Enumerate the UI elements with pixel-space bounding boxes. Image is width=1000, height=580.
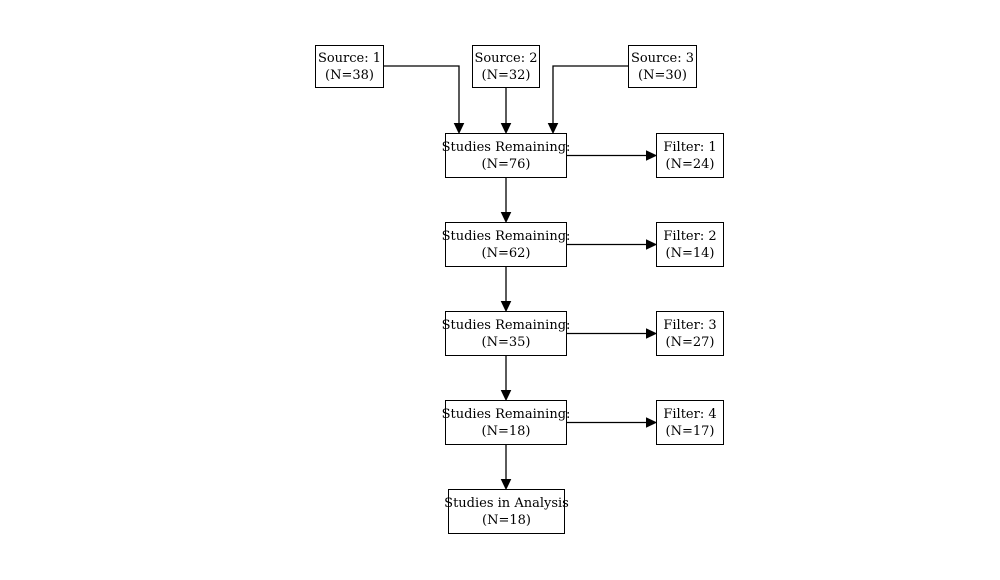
node-count: (N=14) [665, 245, 715, 261]
node-label: Studies Remaining: [441, 228, 571, 244]
node-label: Filter: 3 [663, 317, 717, 333]
node-count: (N=18) [481, 423, 531, 439]
node-count: (N=38) [325, 67, 374, 83]
node-count: (N=27) [665, 334, 715, 350]
node-filter-3: Filter: 3 (N=27) [656, 311, 724, 356]
arrow-remaining3-to-remaining4 [500, 356, 512, 402]
node-label: Filter: 2 [663, 228, 717, 244]
node-label: Filter: 4 [663, 406, 717, 422]
arrow-remaining1-to-remaining2 [500, 178, 512, 224]
node-studies-remaining-4: Studies Remaining: (N=18) [442, 400, 570, 445]
node-label: Source: 3 [630, 50, 695, 66]
node-label: Filter: 1 [663, 139, 717, 155]
node-studies-in-analysis: Studies in Analysis (N=18) [444, 489, 569, 534]
arrow-remaining4-to-analysis [500, 445, 512, 491]
arrow-source2-to-remaining1 [500, 88, 512, 135]
arrow-source1-to-remaining1 [384, 65, 465, 135]
arrow-source3-to-remaining1 [547, 65, 628, 135]
node-count: (N=32) [481, 67, 531, 83]
node-label: Source: 2 [474, 50, 538, 66]
node-source-2: Source: 2 (N=32) [472, 45, 540, 88]
arrow-remaining2-to-filter2 [567, 239, 658, 250]
node-count: (N=24) [665, 156, 715, 172]
node-label: Studies Remaining: [441, 317, 571, 333]
node-studies-remaining-3: Studies Remaining: (N=35) [442, 311, 570, 356]
node-count: (N=30) [638, 67, 687, 83]
node-filter-1: Filter: 1 (N=24) [656, 133, 724, 178]
node-count: (N=18) [482, 512, 531, 528]
node-count: (N=35) [481, 334, 531, 350]
node-source-3: Source: 3 (N=30) [628, 45, 697, 88]
node-studies-remaining-2: Studies Remaining: (N=62) [442, 222, 570, 267]
node-studies-remaining-1: Studies Remaining: (N=76) [442, 133, 570, 178]
node-filter-4: Filter: 4 (N=17) [656, 400, 724, 445]
arrow-remaining3-to-filter3 [567, 328, 658, 339]
node-filter-2: Filter: 2 (N=14) [656, 222, 724, 267]
node-label: Source: 1 [317, 50, 382, 66]
node-source-1: Source: 1 (N=38) [315, 45, 384, 88]
node-label: Studies in Analysis [444, 495, 569, 511]
node-label: Studies Remaining: [441, 406, 571, 422]
arrow-remaining1-to-filter1 [567, 150, 658, 161]
node-count: (N=76) [481, 156, 531, 172]
arrow-remaining2-to-remaining3 [500, 267, 512, 313]
node-count: (N=62) [481, 245, 531, 261]
arrow-remaining4-to-filter4 [567, 417, 658, 428]
node-count: (N=17) [665, 423, 715, 439]
node-label: Studies Remaining: [441, 139, 571, 155]
